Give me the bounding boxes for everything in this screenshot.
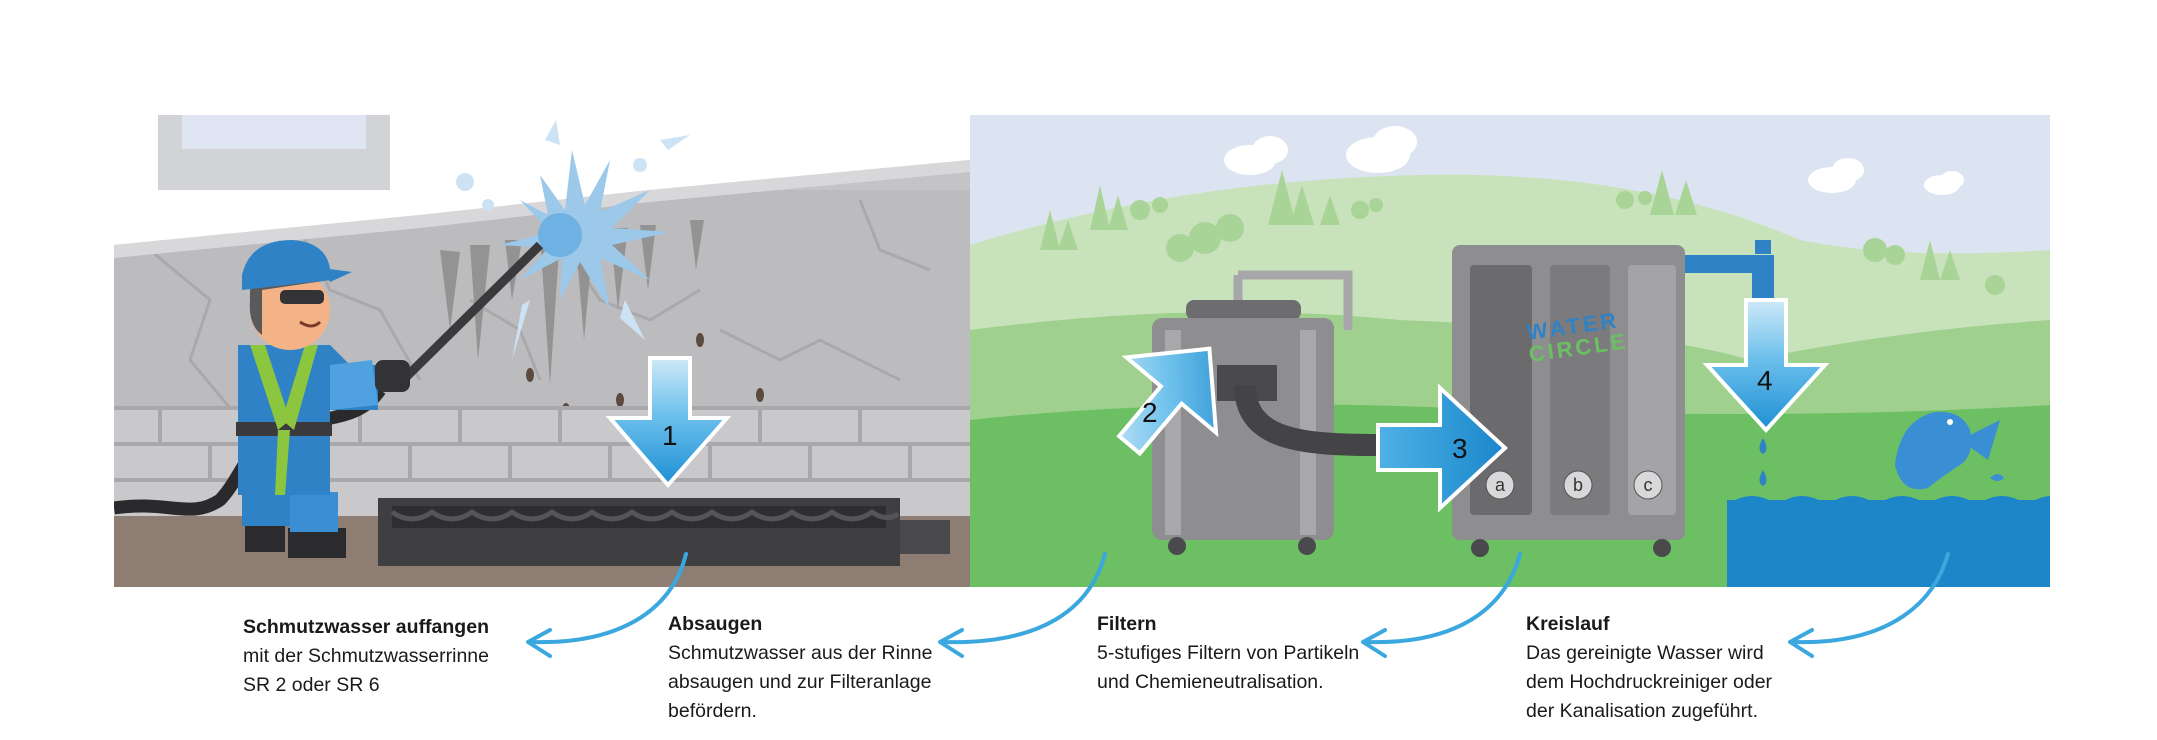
step-2-line-2: absaugen und zur Filteranlage xyxy=(668,671,932,693)
step-3-title: Filtern xyxy=(1097,613,1157,635)
step-3-arrow: 3 xyxy=(1376,383,1508,513)
callout-arrow-2 xyxy=(940,552,1107,645)
step-4-arrow: 4 xyxy=(1702,298,1830,433)
step-2-line-1: Schmutzwasser aus der Rinne xyxy=(668,642,933,664)
chamber-c-label: c xyxy=(1644,475,1653,495)
step-2-title: Absaugen xyxy=(668,613,763,635)
step-4-caption: Kreislauf Das gereinigte Wasser wird dem… xyxy=(1526,610,1772,726)
transfer-hose xyxy=(1234,384,1381,456)
chamber-b-label: b xyxy=(1573,475,1583,495)
step-1-line-1: mit der Schmutzwasserrinne xyxy=(243,645,489,667)
step-4-title: Kreislauf xyxy=(1526,613,1610,635)
step-4-line-2: dem Hochdruckreiniger oder xyxy=(1526,671,1773,693)
step-2-caption: Absaugen Schmutzwasser aus der Rinne abs… xyxy=(668,610,932,726)
step-2-arrow: 2 xyxy=(1116,346,1219,457)
water-drops xyxy=(1759,438,1767,486)
chamber-a-label: a xyxy=(1495,475,1506,495)
callout-arrow-4 xyxy=(1790,552,1950,645)
trees xyxy=(1040,170,2005,295)
clean-water-pool xyxy=(1727,500,2050,587)
cleaning-scene xyxy=(114,115,970,587)
fish-icon xyxy=(1895,411,2004,490)
callout-arrow-3 xyxy=(1363,552,1522,645)
step-1-caption: Schmutzwasser auffangen mit der Schmutzw… xyxy=(243,613,489,700)
step-3-line-1: 5-stufiges Filtern von Partikeln xyxy=(1097,642,1360,664)
step-1-title: Schmutzwasser auffangen xyxy=(243,616,489,638)
step-4-line-3: der Kanalisation zugeführt. xyxy=(1526,700,1758,722)
callout-arrows xyxy=(526,552,1950,658)
dirt-water-trough xyxy=(378,498,950,566)
step-2-number: 2 xyxy=(1142,397,1158,428)
step-3-caption: Filtern 5-stufiges Filtern von Partikeln… xyxy=(1097,610,1359,697)
step-1-arrow: 1 xyxy=(605,356,732,489)
step-4-line-1: Das gereinigte Wasser wird xyxy=(1526,642,1764,664)
step-2-line-3: befördern. xyxy=(668,700,757,722)
step-3-number: 3 xyxy=(1452,433,1468,464)
step-1-number: 1 xyxy=(662,420,678,451)
clouds xyxy=(1224,126,1964,195)
step-4-number: 4 xyxy=(1757,365,1773,396)
landscape-scene: a b c WATER CIRCLE xyxy=(970,115,2050,587)
spray-lance xyxy=(391,241,544,392)
step-1-line-2: SR 2 oder SR 6 xyxy=(243,674,380,696)
step-3-line-2: und Chemieneutralisation. xyxy=(1097,671,1324,693)
callout-arrow-1 xyxy=(528,552,688,645)
water-splash xyxy=(456,120,690,360)
worker-figure xyxy=(236,240,410,558)
